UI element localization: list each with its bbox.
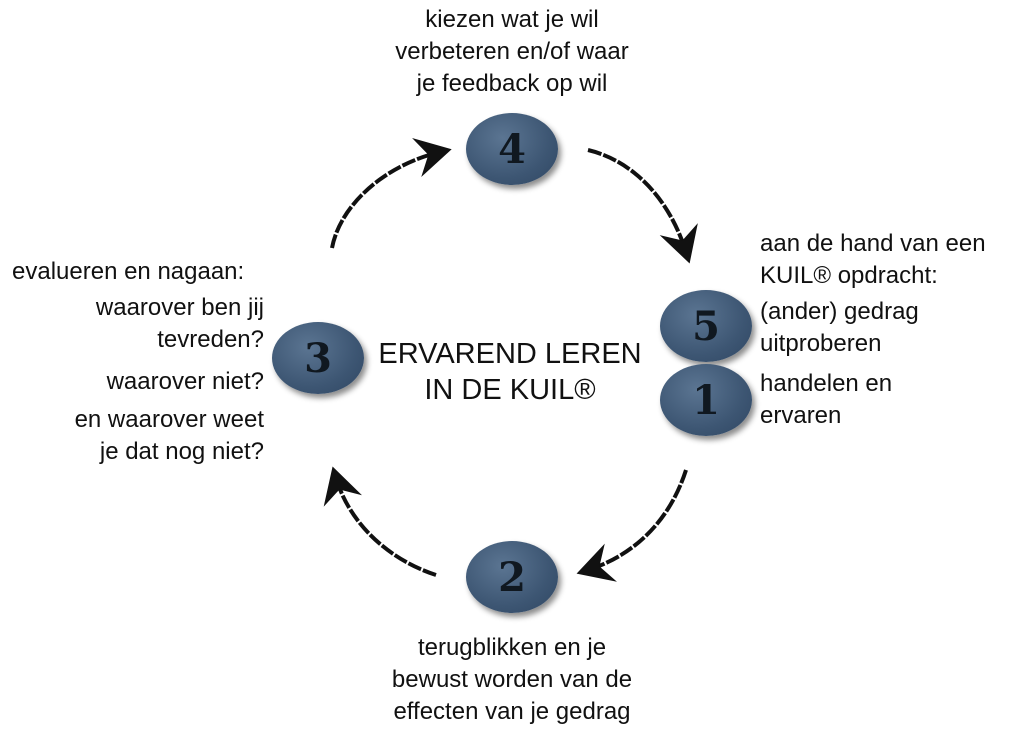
- step-4-line-1: kiezen wat je wil: [425, 6, 599, 33]
- arrow-2-to-3: [323, 466, 437, 577]
- node-2: 2: [466, 541, 558, 613]
- step-5-line-2: uitproberen: [760, 330, 882, 357]
- diagram-title: ERVAREND LEREN IN DE KUIL®: [370, 336, 650, 408]
- diagram-title-line-2: IN DE KUIL®: [424, 374, 596, 406]
- node-4-number: 4: [498, 125, 526, 173]
- step-2-label: terugblikken en je bewust worden van de …: [360, 632, 664, 728]
- step-2-line-1: terugblikken en je: [417, 634, 607, 661]
- step-5-line-1: (ander) gedrag: [760, 298, 919, 325]
- step-3-intro: evalueren en nagaan:: [12, 256, 292, 288]
- step-2-line-2: bewust worden van de: [391, 666, 633, 693]
- step-1-line-2: ervaren: [760, 402, 842, 429]
- node-4: 4: [466, 113, 558, 185]
- step-5-intro-line-1: aan de hand van een: [760, 230, 986, 257]
- step-3-intro-line: evalueren en nagaan:: [12, 258, 245, 285]
- step-5-intro-line-2: KUIL® opdracht:: [760, 262, 938, 289]
- step-1-line-1: handelen en: [760, 370, 893, 397]
- step-4-label: kiezen wat je wil verbeteren en/of waar …: [370, 4, 654, 100]
- step-3-q3-line-1: en waarover weet: [74, 406, 264, 433]
- step-2-line-3: effecten van je gedrag: [393, 698, 631, 725]
- node-2-number: 2: [498, 553, 526, 601]
- step-3-question-2: waarover niet?: [0, 366, 264, 398]
- step-3-q3-line-2: je dat nog niet?: [99, 438, 264, 465]
- step-5-intro: aan de hand van een KUIL® opdracht:: [760, 228, 1022, 292]
- step-3-question-3: en waarover weet je dat nog niet?: [0, 404, 264, 468]
- diagram-title-line-1: ERVAREND LEREN: [378, 338, 642, 370]
- step-4-line-2: verbeteren en/of waar: [395, 38, 629, 65]
- node-5: 5: [660, 290, 752, 362]
- arrow-3-to-4: [330, 138, 452, 249]
- step-3-q1-line-1: waarover ben jij: [95, 294, 264, 321]
- node-1: 1: [660, 364, 752, 436]
- step-3-q2-line: waarover niet?: [106, 368, 264, 395]
- node-3-number: 3: [304, 334, 332, 382]
- node-1-number: 1: [692, 376, 720, 424]
- arrow-1-to-2: [576, 469, 688, 582]
- step-3-q1-line-2: tevreden?: [157, 326, 264, 353]
- step-5-label: (ander) gedrag uitproberen: [760, 296, 1022, 360]
- step-1-label: handelen en ervaren: [760, 368, 1022, 432]
- arrow-4-to-5: [587, 148, 698, 264]
- step-3-question-1: waarover ben jij tevreden?: [0, 292, 264, 356]
- node-3: 3: [272, 322, 364, 394]
- node-5-number: 5: [692, 302, 720, 350]
- step-4-line-3: je feedback op wil: [416, 70, 608, 97]
